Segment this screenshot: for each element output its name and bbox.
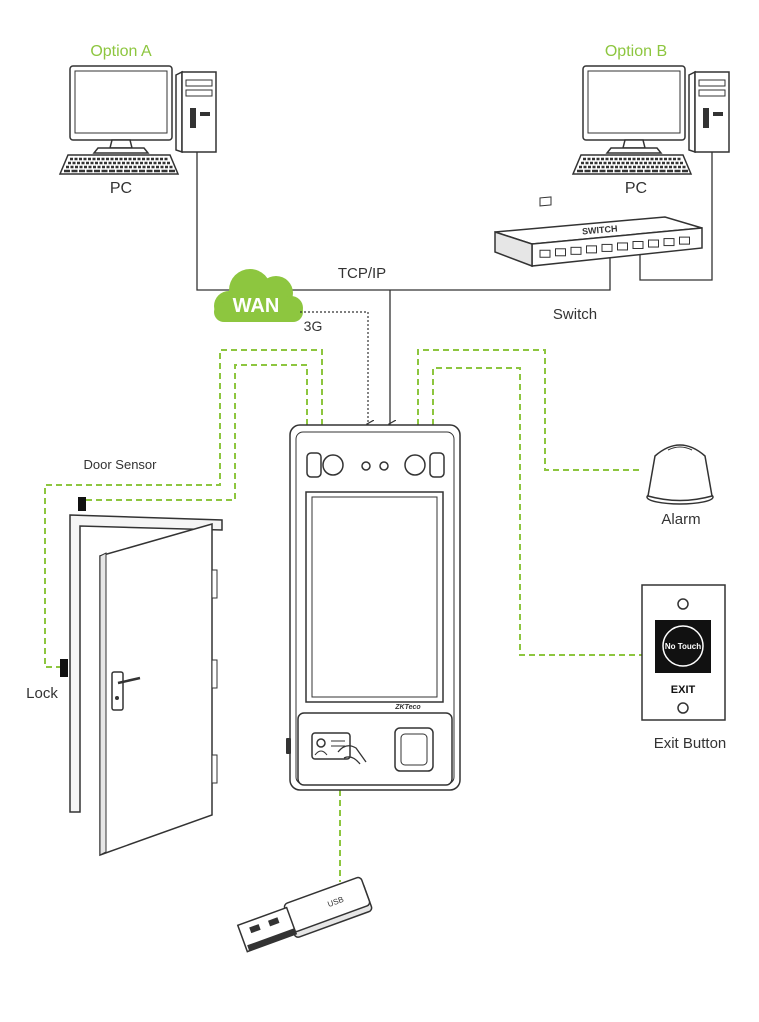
left-flash-icon <box>306 452 322 478</box>
usb-stick: USB <box>236 876 373 953</box>
exit-button-wire <box>432 367 642 656</box>
touch-pad <box>655 620 711 673</box>
network-switch: SWITCH Switch <box>494 196 703 323</box>
lock-label: Lock <box>26 685 58 702</box>
switch-print: SWITCH <box>582 223 618 236</box>
pc-b-wire <box>639 152 713 281</box>
hinge-icon <box>211 754 218 784</box>
exit-text: EXIT <box>671 684 696 696</box>
option-a-label: Option A <box>90 43 152 60</box>
tower-icon <box>688 70 730 154</box>
mobile-link <box>300 311 368 424</box>
monitor-icon <box>582 65 686 154</box>
tower-icon <box>175 70 217 154</box>
switch-port-icon <box>679 236 690 245</box>
touch-screen <box>311 496 438 698</box>
no-touch-text: No Touch <box>665 642 701 651</box>
access-control-terminal: ZKTeco <box>286 424 461 791</box>
alarm-label: Alarm <box>661 511 700 528</box>
exit-button-label: Exit Button <box>654 735 727 752</box>
pc-b-label: PC <box>625 180 647 197</box>
side-button <box>286 738 291 754</box>
fingerprint-sensor-icon <box>394 727 434 772</box>
sensor-icon <box>361 461 371 471</box>
switch-port-icon <box>539 249 551 258</box>
switch-port-icon <box>555 248 566 257</box>
lock-icon <box>60 659 68 677</box>
sensor-icon <box>379 461 389 471</box>
pc-a-label: PC <box>110 180 132 197</box>
switch-port-icon <box>586 245 597 254</box>
wan-label: WAN <box>233 295 280 317</box>
screw-icon <box>677 598 689 610</box>
lock-wire <box>44 349 323 668</box>
tcpip-label: TCP/IP <box>338 265 386 282</box>
door-sensor-icon <box>78 497 86 511</box>
right-camera-icon <box>404 454 426 476</box>
switch-port-icon <box>570 246 582 255</box>
switch-icon: SWITCH <box>494 196 703 268</box>
switch-port-icon <box>648 239 659 248</box>
pc-option-b: Option B <box>571 43 730 197</box>
wan-cloud: WAN <box>214 269 303 322</box>
door-sensor-wire <box>86 364 308 501</box>
hinge-icon <box>211 659 218 689</box>
cloud-icon <box>214 269 303 322</box>
device-logo: ZKTeco <box>394 704 421 711</box>
alarm-wire <box>417 349 640 471</box>
switch-port-icon <box>617 242 628 251</box>
card-reader-icon <box>311 732 367 765</box>
alarm: Alarm <box>646 444 714 528</box>
switch-port-icon <box>663 238 675 247</box>
mobile-3g-label: 3G <box>304 318 323 334</box>
switch-ports <box>539 236 690 258</box>
switch-port-icon <box>632 240 644 249</box>
screw-icon <box>677 702 689 714</box>
siren-icon <box>646 444 714 505</box>
keyboard-icon <box>58 154 180 175</box>
option-b-label: Option B <box>605 43 667 60</box>
switch-port-icon <box>601 243 613 252</box>
exit-button: No Touch EXIT Exit Button <box>641 584 727 752</box>
camera-bar <box>306 452 445 478</box>
door-handle-icon <box>111 671 141 711</box>
touch-ring-icon <box>662 625 704 667</box>
door <box>60 497 223 857</box>
door-sensor-label: Door Sensor <box>84 457 158 472</box>
right-flash-icon <box>429 452 445 478</box>
monitor-icon <box>69 65 173 154</box>
door-frame <box>69 514 223 813</box>
usb-connector-icon <box>236 906 298 953</box>
hinge-icon <box>211 569 218 599</box>
pc-a-wire <box>196 152 611 291</box>
pc-option-a: Option A PC <box>58 43 217 197</box>
switch-label: Switch <box>553 306 597 323</box>
keyboard-icon <box>571 154 693 175</box>
left-camera-icon <box>322 454 344 476</box>
